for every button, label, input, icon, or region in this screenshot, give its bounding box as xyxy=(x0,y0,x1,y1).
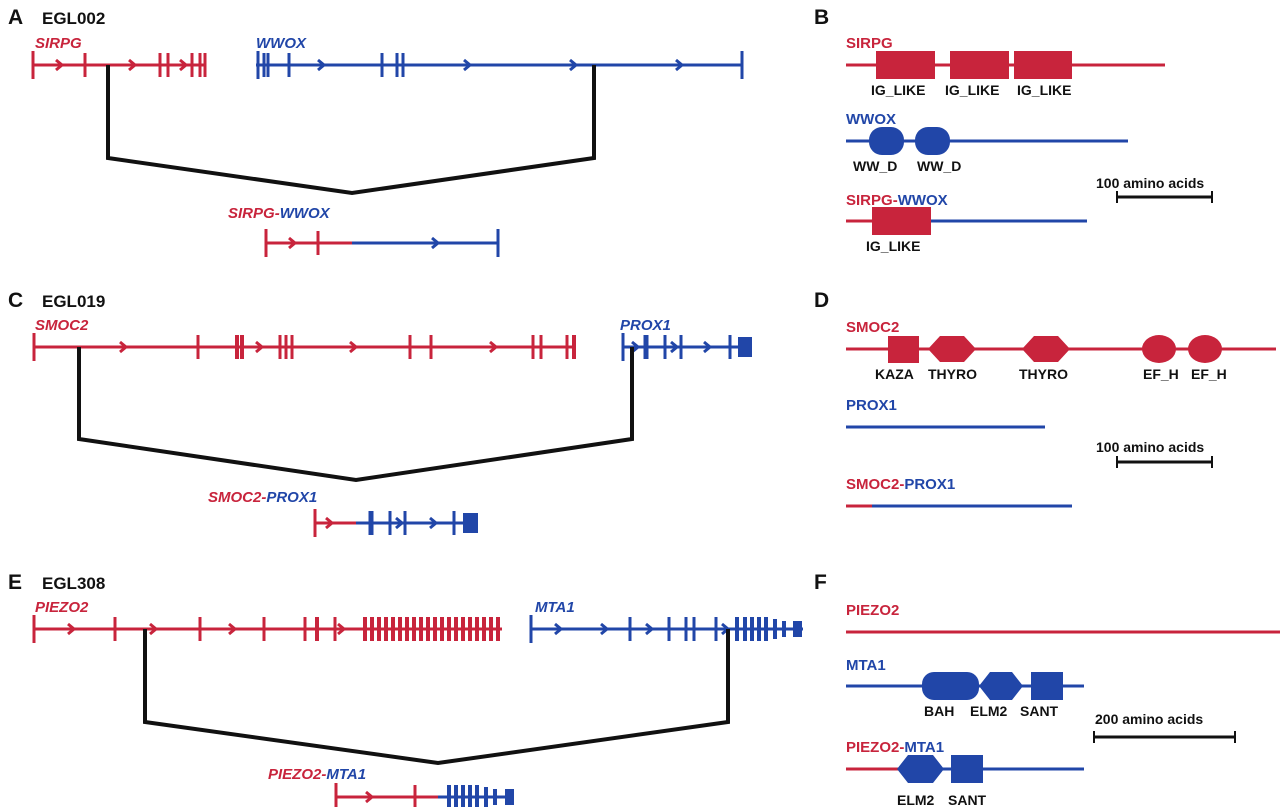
gene-label-piezo2: PIEZO2 xyxy=(35,599,89,616)
gene-label-prox1: PROX1 xyxy=(620,317,671,334)
scale-bar-label-d: 100 amino acids xyxy=(1096,439,1204,455)
panel-label-a: A xyxy=(8,6,23,29)
fusion-protein-sirpg-wwox xyxy=(846,207,1087,235)
scale-bar-label-f: 200 amino acids xyxy=(1095,711,1203,727)
domain-label-bah: BAH xyxy=(924,703,954,719)
domain-kaza xyxy=(888,336,919,363)
panel-label-f: F xyxy=(814,571,827,594)
gene-structure-wwox xyxy=(256,51,744,79)
domain-label-elm2: ELM2 xyxy=(970,703,1008,719)
protein-label-prox1: PROX1 xyxy=(846,397,897,414)
domain-label-ww-d-2: WW_D xyxy=(917,158,961,174)
domain-elm2 xyxy=(979,672,1023,700)
panel-label-d: D xyxy=(814,289,829,312)
fusion-gene-structure-smoc2-prox1 xyxy=(313,509,478,537)
domain-ww-d-2 xyxy=(915,127,950,155)
protein-sirpg xyxy=(846,51,1165,79)
fusion-domain-sant xyxy=(951,755,983,783)
panel-label-e: E xyxy=(8,571,22,594)
fusion-gene-structure-sirpg-wwox xyxy=(264,229,500,257)
gene-label-sirpg: SIRPG xyxy=(35,35,82,52)
domain-ef-h-2 xyxy=(1188,335,1222,363)
domain-label-ig-like-1: IG_LIKE xyxy=(871,82,925,98)
gene-label-mta1: MTA1 xyxy=(535,599,575,616)
gene-structure-piezo2 xyxy=(32,615,502,643)
fusion-gene-label-piezo2-mta1: PIEZO2-MTA1 xyxy=(268,766,366,783)
scale-bar-f xyxy=(1093,731,1236,743)
domain-ig-like-3 xyxy=(1014,51,1072,79)
protein-label-sirpg: SIRPG xyxy=(846,35,893,52)
domain-ig-like-1 xyxy=(876,51,935,79)
gene-structure-mta1 xyxy=(529,615,803,643)
fusion-junction-lines-c xyxy=(77,347,634,483)
domain-label-ww-d-1: WW_D xyxy=(853,158,897,174)
fusion-gene-label-smoc2-prox1: SMOC2-PROX1 xyxy=(208,489,317,506)
fusion-junction-lines-a xyxy=(106,65,596,196)
fusion-protein-piezo2-mta1 xyxy=(846,755,1084,783)
protein-smoc2 xyxy=(846,335,1276,363)
fusion-domain-label-ig-like: IG_LIKE xyxy=(866,238,920,254)
domain-label-ig-like-2: IG_LIKE xyxy=(945,82,999,98)
fusion-junction-lines-e xyxy=(143,629,730,766)
panel-label-b: B xyxy=(814,6,829,29)
fusion-domain-label-elm2: ELM2 xyxy=(897,792,935,808)
fusion-domain-ig-like xyxy=(872,207,931,235)
protein-label-smoc2: SMOC2 xyxy=(846,319,899,336)
fusion-gene-label-sirpg-wwox: SIRPG-WWOX xyxy=(228,205,331,222)
sample-id-egl019: EGL019 xyxy=(42,292,105,311)
panel-label-c: C xyxy=(8,289,23,312)
domain-bah xyxy=(922,672,979,700)
fusion-domain-label-sant: SANT xyxy=(948,792,987,808)
protein-wwox xyxy=(846,127,1128,155)
fusion-protein-label-smoc2-prox1: SMOC2-PROX1 xyxy=(846,476,955,493)
domain-label-ef-h-1: EF_H xyxy=(1143,366,1179,382)
protein-label-piezo2: PIEZO2 xyxy=(846,602,899,619)
gene-structure-sirpg xyxy=(31,51,207,79)
domain-label-ef-h-2: EF_H xyxy=(1191,366,1227,382)
gene-structure-smoc2 xyxy=(32,333,576,361)
protein-label-wwox: WWOX xyxy=(846,111,896,128)
domain-label-thyro-1: THYRO xyxy=(928,366,977,382)
scale-bar-d xyxy=(1116,456,1213,468)
domain-thyro-1 xyxy=(928,336,976,362)
domain-ef-h-1 xyxy=(1142,335,1176,363)
domain-sant xyxy=(1031,672,1063,700)
scale-bar-label-b: 100 amino acids xyxy=(1096,175,1204,191)
domain-label-sant: SANT xyxy=(1020,703,1059,719)
domain-label-thyro-2: THYRO xyxy=(1019,366,1068,382)
domain-ig-like-2 xyxy=(950,51,1009,79)
fusion-protein-label-piezo2-mta1: PIEZO2-MTA1 xyxy=(846,739,944,756)
sample-id-egl002: EGL002 xyxy=(42,9,105,28)
gene-structure-prox1 xyxy=(621,333,752,361)
sample-id-egl308: EGL308 xyxy=(42,574,105,593)
protein-label-mta1: MTA1 xyxy=(846,657,886,674)
fusion-domain-elm2 xyxy=(897,755,944,783)
fusion-protein-label-sirpg-wwox: SIRPG-WWOX xyxy=(846,192,948,209)
protein-mta1 xyxy=(846,672,1084,700)
gene-label-smoc2: SMOC2 xyxy=(35,317,89,334)
domain-label-kaza: KAZA xyxy=(875,366,914,382)
scale-bar-b xyxy=(1116,191,1213,203)
fusion-gene-structure-piezo2-mta1 xyxy=(334,783,514,807)
domain-thyro-2 xyxy=(1022,336,1070,362)
gene-label-wwox: WWOX xyxy=(256,35,307,52)
domain-label-ig-like-3: IG_LIKE xyxy=(1017,82,1071,98)
domain-ww-d-1 xyxy=(869,127,904,155)
